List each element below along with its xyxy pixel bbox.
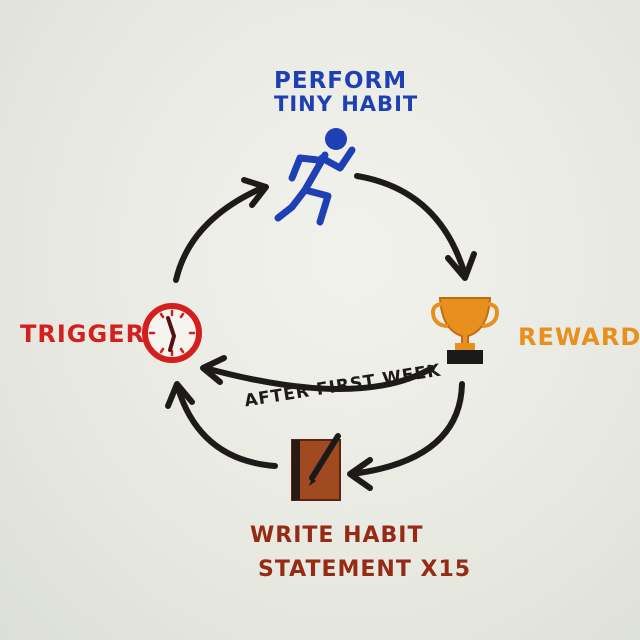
reward-label: REWARD bbox=[518, 323, 640, 351]
write-label-line2: STATEMENT X15 bbox=[258, 557, 471, 582]
trigger-label: TRIGGER bbox=[20, 320, 145, 348]
arrow-perform-to-reward bbox=[354, 173, 477, 281]
arrow-reward-to-write bbox=[347, 381, 465, 491]
notebook-pen-icon bbox=[291, 433, 341, 501]
arrow-reward-to-trigger-shortcut bbox=[200, 355, 435, 392]
arrow-write-to-trigger bbox=[165, 381, 278, 469]
perform-label-line1: PERFORM bbox=[274, 68, 407, 94]
clock-icon bbox=[142, 303, 202, 363]
write-label-line1: WRITE HABIT bbox=[250, 523, 424, 548]
perform-label-line2: TINY HABIT bbox=[274, 92, 418, 116]
arrow-trigger-to-perform bbox=[173, 177, 269, 283]
trophy-icon bbox=[431, 297, 499, 364]
running-person-icon bbox=[274, 128, 356, 226]
